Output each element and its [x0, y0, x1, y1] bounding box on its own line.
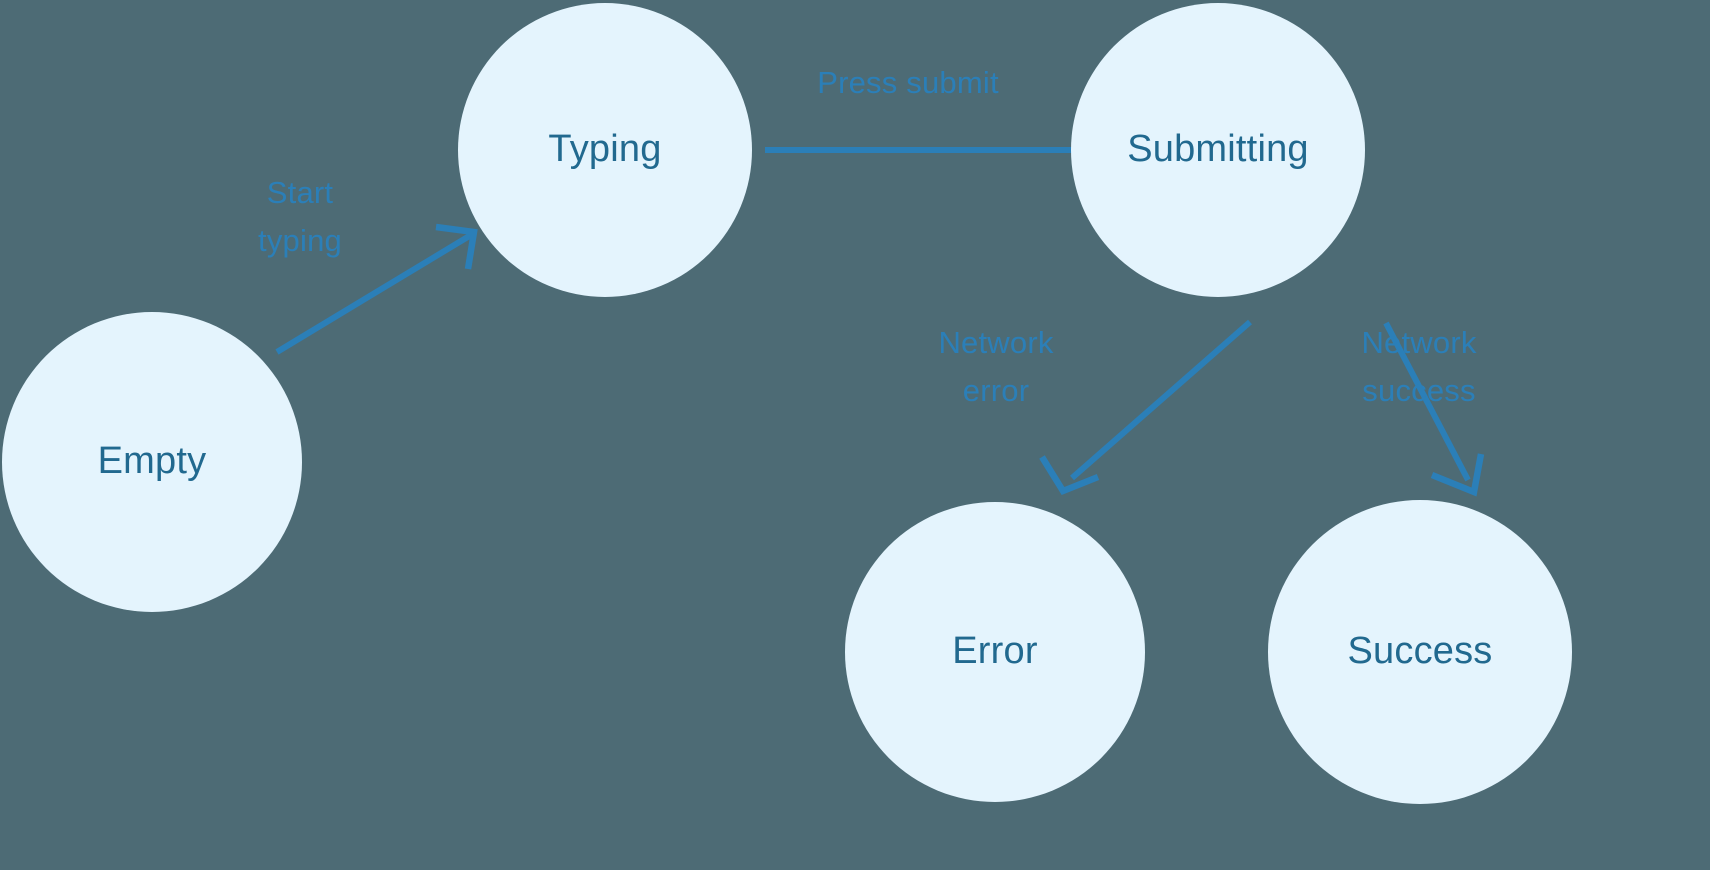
- edge-line: [1070, 319, 1252, 481]
- edge-label-submitting-to-error: Network error: [938, 325, 1053, 408]
- edge-label-line: typing: [258, 223, 342, 258]
- state-node-empty[interactable]: Empty: [2, 312, 302, 612]
- edge-label-typing-to-submitting: Press submit: [817, 65, 999, 100]
- state-node-error[interactable]: Error: [845, 502, 1145, 802]
- arrowhead-icon: [435, 223, 478, 270]
- state-node-label: Submitting: [1127, 128, 1309, 170]
- state-node-circle[interactable]: [1268, 500, 1572, 804]
- edge-label-line: success: [1362, 373, 1475, 408]
- state-node-label: Success: [1347, 630, 1492, 672]
- edge-label-line: Press submit: [817, 65, 999, 100]
- edge-line: [275, 232, 473, 355]
- edges-layer: [275, 118, 1485, 497]
- state-node-typing[interactable]: Typing: [458, 3, 752, 297]
- edge-label-empty-to-typing: Start typing: [258, 175, 342, 258]
- arrowhead-icon: [1430, 453, 1485, 497]
- edge-label-line: Start: [267, 175, 334, 210]
- edge-label-line: error: [963, 373, 1029, 408]
- edge-submitting-to-success: [1383, 321, 1485, 497]
- state-node-label: Error: [952, 630, 1038, 672]
- state-node-circle[interactable]: [1071, 3, 1365, 297]
- state-node-label: Typing: [548, 128, 661, 170]
- edge-label-submitting-to-success: Network success: [1361, 325, 1476, 408]
- edge-line: [1383, 321, 1471, 482]
- edge-submitting-to-error: [1039, 319, 1252, 496]
- state-node-label: Empty: [98, 440, 207, 482]
- state-node-submitting[interactable]: Submitting: [1071, 3, 1365, 297]
- edge-empty-to-typing: [275, 223, 478, 355]
- state-node-circle[interactable]: [2, 312, 302, 612]
- state-node-success[interactable]: Success: [1268, 500, 1572, 804]
- state-node-circle[interactable]: [458, 3, 752, 297]
- state-node-circle[interactable]: [845, 502, 1145, 802]
- arrowhead-icon: [1039, 455, 1100, 496]
- edge-label-line: Network: [938, 325, 1053, 360]
- edge-label-line: Network: [1361, 325, 1476, 360]
